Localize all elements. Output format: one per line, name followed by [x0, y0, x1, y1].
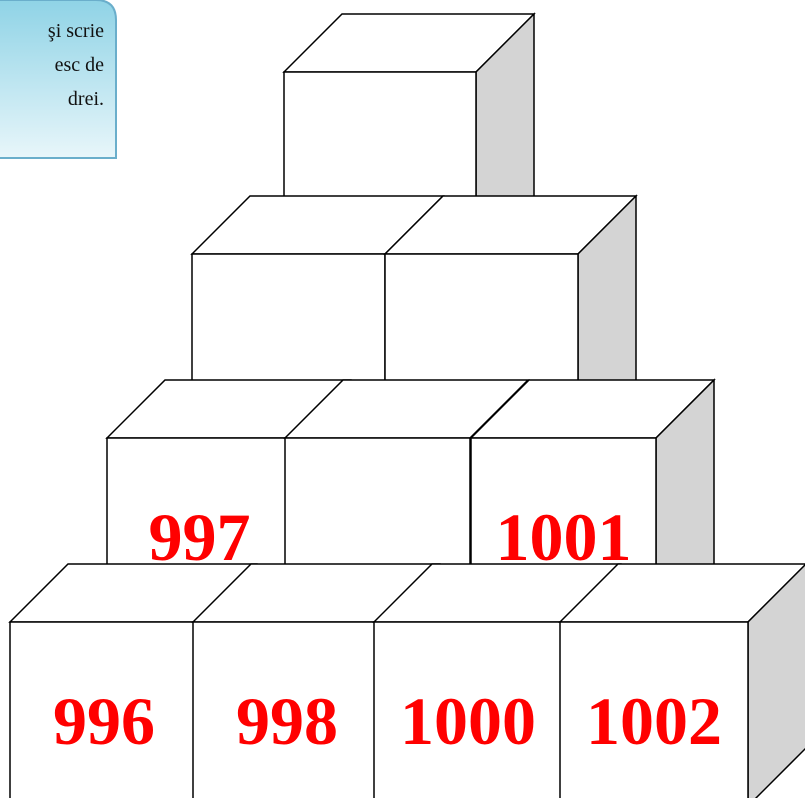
instruction-line-3: drei. — [0, 82, 104, 116]
block-bottom-4: 1002 — [560, 564, 805, 798]
block-number: 996 — [53, 683, 155, 759]
block-number: 1002 — [586, 683, 722, 759]
instruction-line-1: şi scrie — [0, 14, 104, 48]
row-bottom: 996 998 1000 1002 — [10, 564, 805, 798]
block-number: 1000 — [400, 683, 536, 759]
instruction-line-2: esc de — [0, 48, 104, 82]
instruction-card-text: şi scrie esc de drei. — [0, 14, 104, 116]
block-number: 998 — [236, 683, 338, 759]
